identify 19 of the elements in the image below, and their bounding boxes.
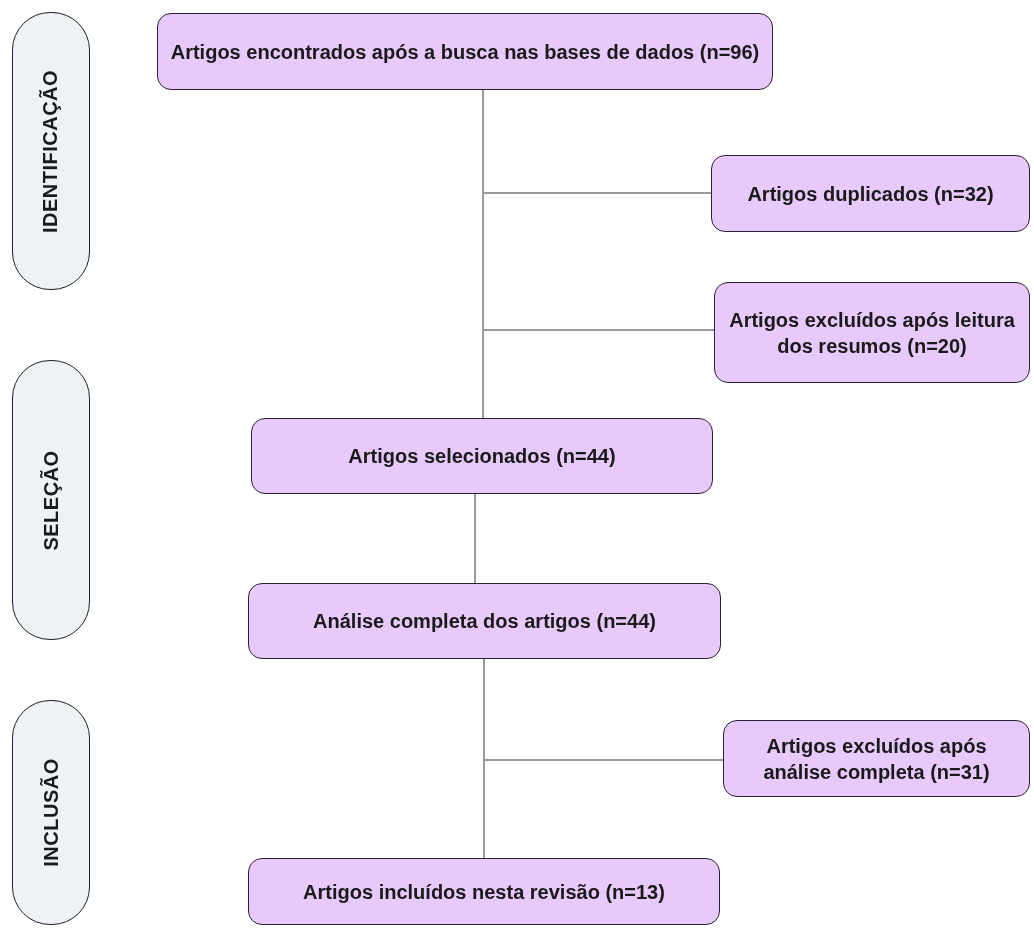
process-box xyxy=(248,583,721,659)
box-label: Artigos excluídos após leitura dos resumos (n=20) xyxy=(728,307,1016,359)
box-label: Artigos selecionados (n=44) xyxy=(348,444,616,469)
stage-label: INCLUSÃO xyxy=(39,758,63,867)
box-label: Artigos incluídos nesta revisão (n=13) xyxy=(303,879,665,905)
box-label: Artigos duplicados (n=32) xyxy=(747,181,994,207)
process-box xyxy=(251,418,713,494)
box-label: Artigos excluídos após análise completa (n=31) xyxy=(762,733,991,785)
stage-label: SELEÇÃO xyxy=(39,449,63,551)
process-box xyxy=(714,282,1030,383)
stage-label: IDENTIFICAÇÃO xyxy=(39,69,63,233)
box-label: Análise completa dos artigos (n=44) xyxy=(313,609,656,634)
process-box xyxy=(248,858,720,925)
connector-line xyxy=(483,658,724,761)
connector-line xyxy=(474,493,476,584)
process-box xyxy=(711,155,1030,232)
process-box xyxy=(723,720,1030,797)
box-label: Artigos encontrados após a busca nas bases de dados (n=96) xyxy=(170,39,760,65)
process-box xyxy=(157,13,773,90)
